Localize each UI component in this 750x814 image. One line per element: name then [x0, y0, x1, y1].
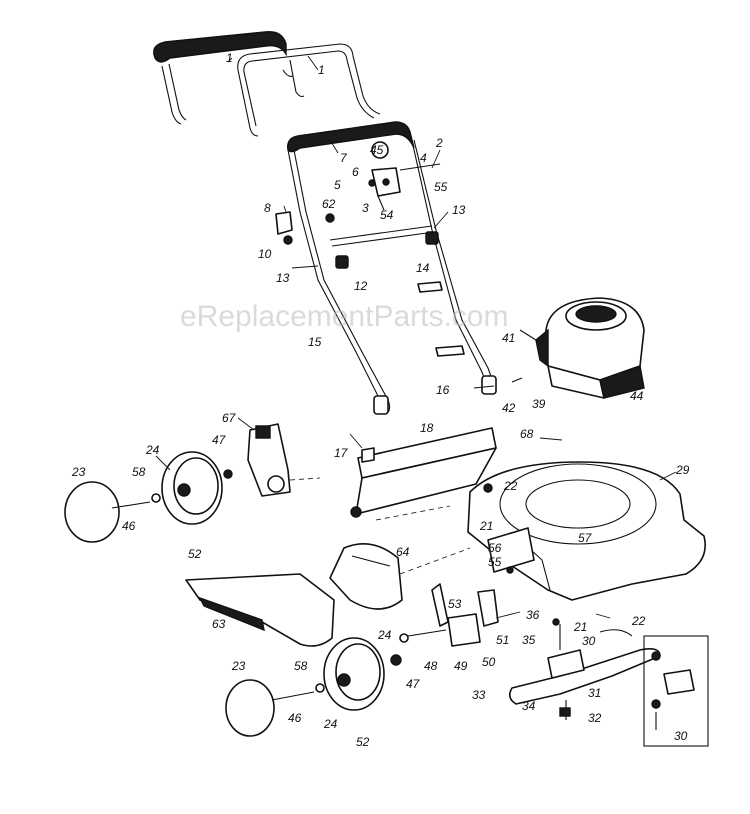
- callout-52: 52: [188, 547, 202, 561]
- callout-23: 23: [231, 659, 246, 673]
- callout-53: 53: [448, 597, 462, 611]
- callout-51: 51: [496, 633, 509, 647]
- callout-58: 58: [294, 659, 308, 673]
- callout-47: 47: [212, 433, 227, 447]
- callout-55: 55: [488, 555, 502, 569]
- callout-36: 36: [526, 608, 540, 622]
- control-bracket: [368, 141, 441, 211]
- control-handle-bar: [287, 121, 437, 231]
- mulch-plug: [329, 542, 471, 610]
- callout-2: 2: [435, 136, 443, 150]
- callout-labels: 1 1 2 3 4 5 6 7 8 10 12 13 13 14 15 16 1…: [71, 51, 690, 749]
- callout-7: 7: [340, 151, 348, 165]
- front-wheel-lower: [225, 637, 402, 737]
- rear-deflector: [350, 427, 497, 521]
- callout-56: 56: [488, 541, 502, 555]
- callout-42: 42: [502, 401, 516, 415]
- callout-57: 57: [578, 531, 593, 545]
- callout-6: 6: [352, 165, 359, 179]
- callout-67: 67: [222, 411, 237, 425]
- height-lever: [399, 583, 499, 647]
- callout-18: 18: [420, 421, 434, 435]
- callout-15: 15: [308, 335, 322, 349]
- callout-16: 16: [436, 383, 450, 397]
- callout-44: 44: [630, 389, 644, 403]
- callout-1: 1: [226, 51, 233, 65]
- callout-17: 17: [334, 446, 349, 460]
- callout-13: 13: [276, 271, 290, 285]
- engine: [511, 297, 645, 399]
- callout-21: 21: [479, 519, 493, 533]
- callout-30: 30: [582, 634, 596, 648]
- callout-23: 23: [71, 465, 86, 479]
- callout-31: 31: [588, 686, 601, 700]
- callout-45: 45: [370, 143, 384, 157]
- mower-deck: [467, 461, 706, 601]
- callout-22: 22: [631, 614, 646, 628]
- callout-13: 13: [452, 203, 466, 217]
- callout-46: 46: [288, 711, 302, 725]
- handle-knobs: [275, 211, 495, 389]
- callout-54: 54: [380, 208, 394, 222]
- callout-68: 68: [520, 427, 534, 441]
- blade-assembly: [508, 618, 661, 720]
- callout-29: 29: [675, 463, 690, 477]
- callout-34: 34: [522, 699, 536, 713]
- blade-adapter-inset: [643, 635, 709, 747]
- upper-handle: [237, 43, 381, 137]
- callout-24: 24: [323, 717, 338, 731]
- watermark-text: eReplacementParts.com: [180, 300, 508, 333]
- callout-4: 4: [420, 151, 427, 165]
- upper-handle-grip: [153, 31, 287, 125]
- callout-1: 1: [318, 63, 325, 77]
- callout-3: 3: [362, 201, 369, 215]
- callout-8: 8: [264, 201, 271, 215]
- callout-33: 33: [472, 688, 486, 702]
- callout-30: 30: [674, 729, 688, 743]
- callout-47: 47: [406, 677, 421, 691]
- callout-64: 64: [396, 545, 410, 559]
- callout-52: 52: [356, 735, 370, 749]
- callout-32: 32: [588, 711, 602, 725]
- callout-21: 21: [573, 620, 587, 634]
- height-adjuster-bracket: [223, 423, 321, 497]
- callout-12: 12: [354, 279, 368, 293]
- callout-10: 10: [258, 247, 272, 261]
- callout-22: 22: [503, 479, 518, 493]
- callout-50: 50: [482, 655, 496, 669]
- callout-62: 62: [322, 197, 336, 211]
- callout-5: 5: [334, 178, 341, 192]
- callout-41: 41: [502, 331, 515, 345]
- discharge-chute: [185, 573, 335, 647]
- callout-55: 55: [434, 180, 448, 194]
- callout-49: 49: [454, 659, 468, 673]
- callout-39: 39: [532, 397, 546, 411]
- rear-wheel-upper: [64, 451, 223, 543]
- callout-35: 35: [522, 633, 536, 647]
- callout-14: 14: [416, 261, 430, 275]
- callout-48: 48: [424, 659, 438, 673]
- callout-24: 24: [145, 443, 160, 457]
- lower-handle: [299, 211, 497, 415]
- callout-63: 63: [212, 617, 226, 631]
- callout-46: 46: [122, 519, 136, 533]
- leader-lines: [155, 55, 677, 619]
- callout-24: 24: [377, 628, 392, 642]
- callout-58: 58: [132, 465, 146, 479]
